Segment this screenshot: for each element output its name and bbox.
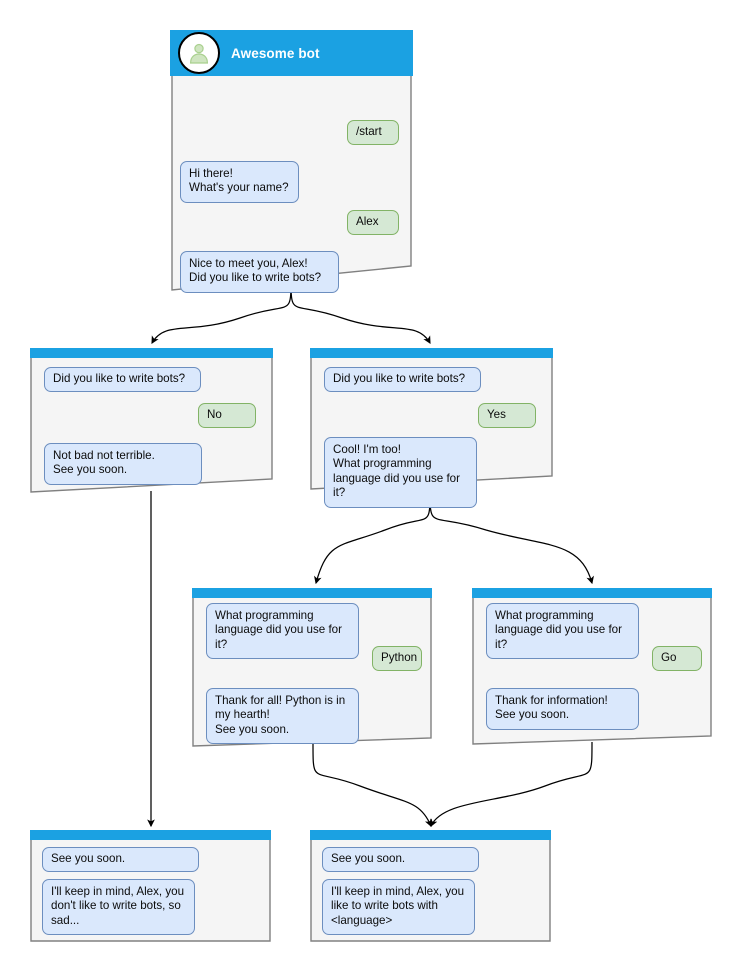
message-bubble-user[interactable]: Python [372,646,422,672]
message-bubble-bot[interactable]: Thank for all! Python is in my hearth! S… [206,688,359,745]
message-bubble-bot[interactable]: I'll keep in mind, Alex, you like to wri… [322,879,475,936]
person-avatar-icon [178,32,220,74]
card-branch-no-header [30,348,273,358]
bot-name-label: Awesome bot [231,45,320,61]
message-bubble-bot[interactable]: What programming language did you use fo… [486,603,639,660]
message-bubble-bot[interactable]: I'll keep in mind, Alex, you don't like … [42,879,195,936]
card-root[interactable]: Awesome bot /start Hi there! What's your… [170,30,413,293]
message-bubble-bot[interactable]: Cool! I'm too! What programming language… [324,437,477,508]
card-end-happy[interactable]: See you soon. I'll keep in mind, Alex, y… [310,830,551,942]
message-bubble-bot[interactable]: Nice to meet you, Alex! Did you like to … [180,251,339,293]
card-end-sad-messages: See you soon. I'll keep in mind, Alex, y… [30,840,271,942]
message-bubble-bot[interactable]: See you soon. [322,847,479,873]
card-end-happy-header [310,830,551,840]
card-branch-python[interactable]: What programming language did you use fo… [192,588,432,748]
message-bubble-bot[interactable]: See you soon. [42,847,199,873]
card-root-header: Awesome bot [170,30,413,76]
message-bubble-user[interactable]: No [198,403,256,429]
message-bubble-bot[interactable]: Hi there! What's your name? [180,161,299,203]
message-bubble-user[interactable]: Alex [347,210,399,236]
card-end-sad-header [30,830,271,840]
card-branch-yes[interactable]: Did you like to write bots? Yes Cool! I'… [310,348,553,508]
message-bubble-user[interactable]: Yes [478,403,536,429]
card-end-sad[interactable]: See you soon. I'll keep in mind, Alex, y… [30,830,271,942]
card-branch-no-messages: Did you like to write bots? No Not bad n… [30,358,273,494]
card-branch-go-header [472,588,712,598]
edge-python-to-end-happy [312,743,432,828]
card-root-messages: /start Hi there! What's your name? Alex … [170,76,413,293]
card-branch-go[interactable]: What programming language did you use fo… [472,588,712,746]
card-branch-python-header [192,588,432,598]
card-branch-python-messages: What programming language did you use fo… [192,598,432,748]
card-branch-no[interactable]: Did you like to write bots? No Not bad n… [30,348,273,494]
message-bubble-bot[interactable]: Thank for information! See you soon. [486,688,639,730]
message-bubble-bot[interactable]: What programming language did you use fo… [206,603,359,660]
message-bubble-bot[interactable]: Did you like to write bots? [324,367,481,393]
card-branch-yes-header [310,348,553,358]
message-bubble-bot[interactable]: Did you like to write bots? [44,367,201,393]
card-end-happy-messages: See you soon. I'll keep in mind, Alex, y… [310,840,551,942]
message-bubble-user[interactable]: /start [347,120,399,146]
card-branch-go-messages: What programming language did you use fo… [472,598,712,746]
message-bubble-bot[interactable]: Not bad not terrible. See you soon. [44,443,202,485]
message-bubble-user[interactable]: Go [652,646,702,672]
card-branch-yes-messages: Did you like to write bots? Yes Cool! I'… [310,358,553,508]
edge-go-to-end-happy [430,741,593,828]
